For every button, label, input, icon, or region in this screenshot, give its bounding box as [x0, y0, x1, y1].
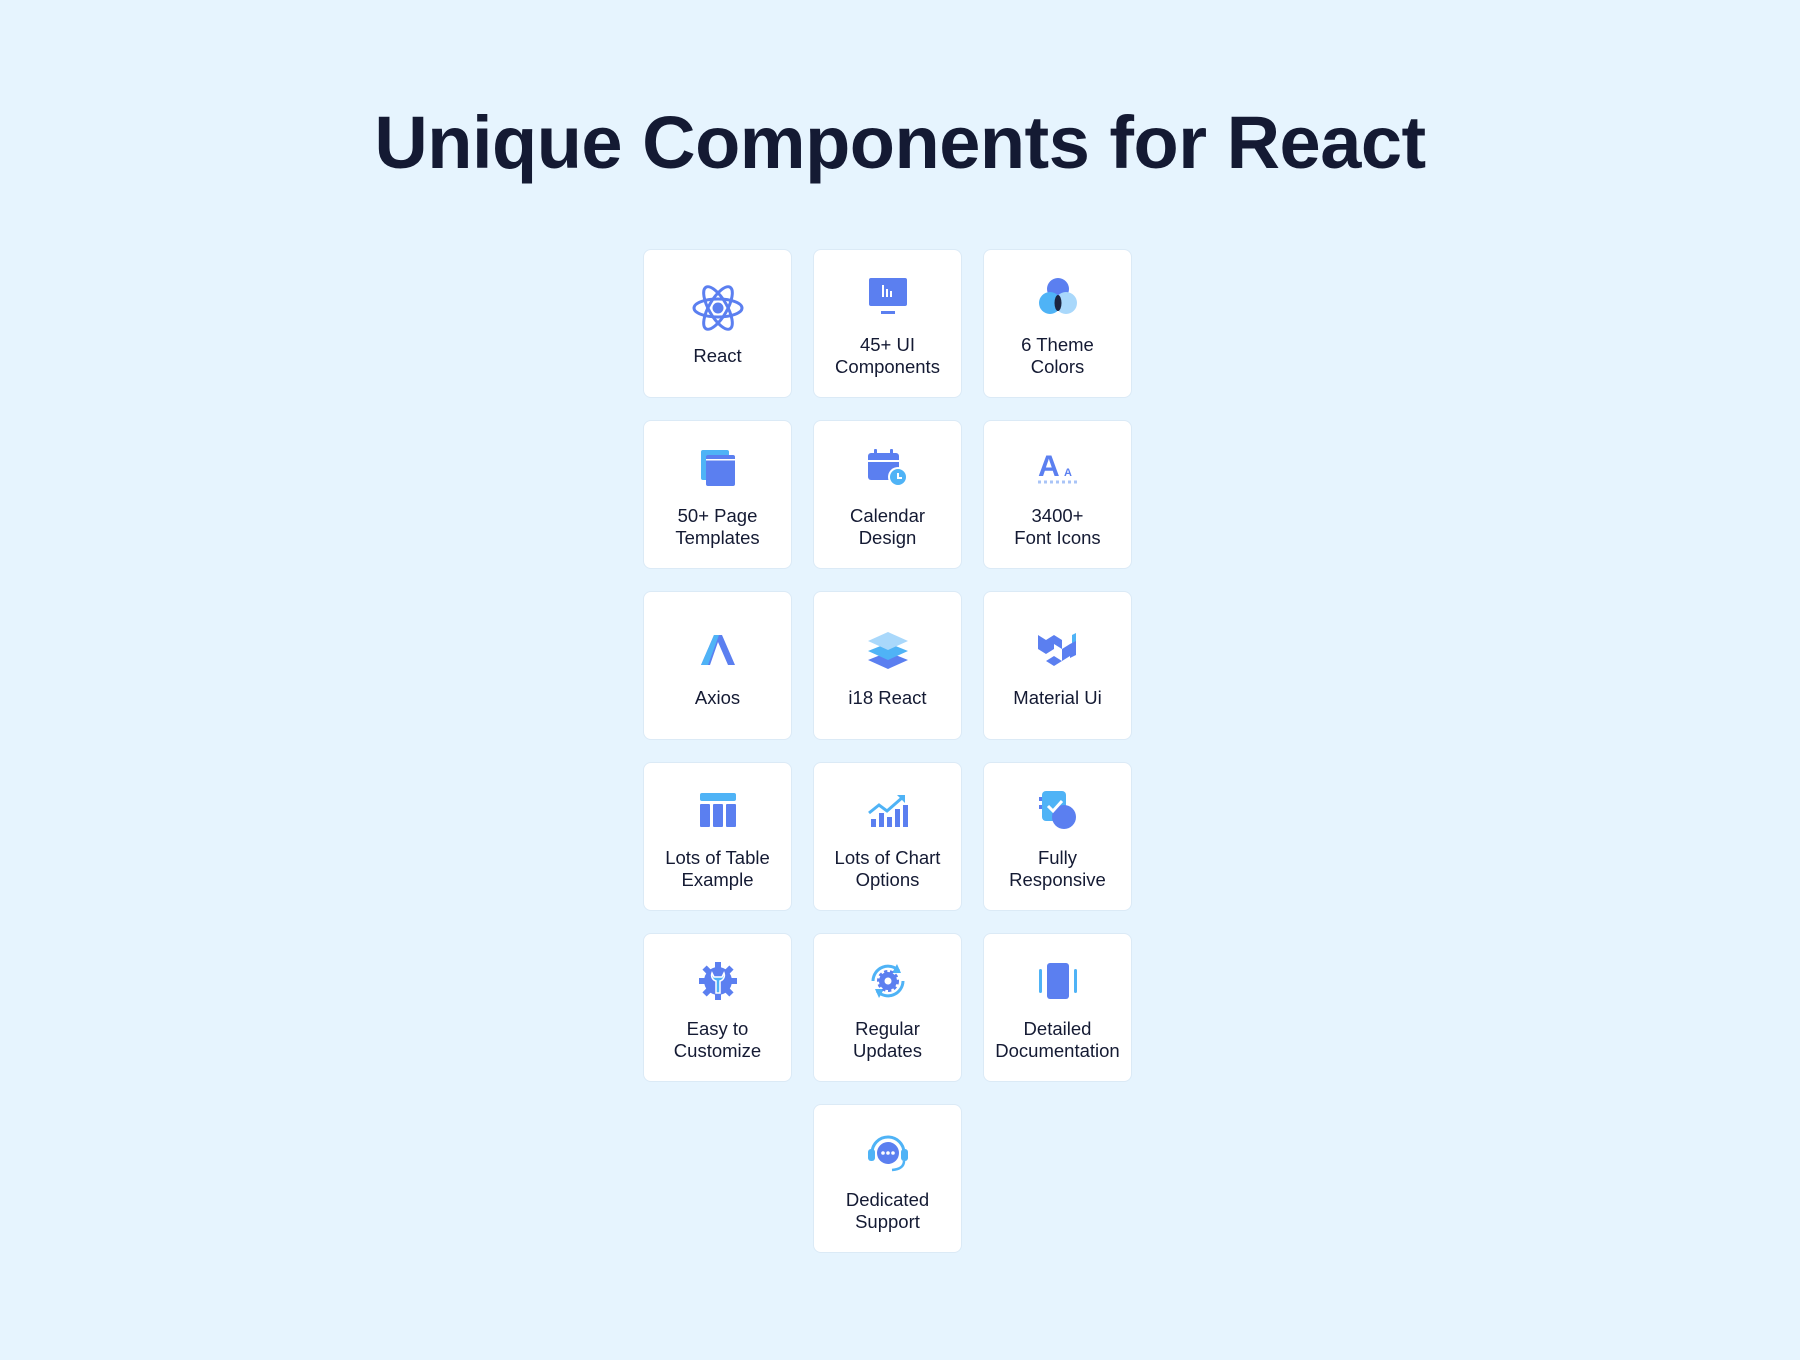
- feature-card-page-templates: 50+ Page Templates: [643, 420, 792, 569]
- feature-card-responsive: Fully Responsive: [983, 762, 1132, 911]
- feature-label: 3400+ Font Icons: [1014, 504, 1101, 548]
- feature-card-axios: Axios: [643, 591, 792, 740]
- responsive-device-icon: [1031, 783, 1085, 837]
- refresh-gear-icon: [861, 954, 915, 1008]
- calendar-clock-icon: [861, 441, 915, 495]
- feature-label: 50+ Page Templates: [675, 504, 760, 548]
- feature-label: Lots of Chart Options: [834, 846, 941, 890]
- page-title: Unique Components for React: [374, 101, 1426, 184]
- feature-card-theme-colors: 6 Theme Colors: [983, 249, 1132, 398]
- layers-icon: [861, 623, 915, 677]
- feature-card-i18-react: i18 React: [813, 591, 962, 740]
- feature-label: Axios: [694, 686, 741, 708]
- axios-logo-icon: [691, 623, 745, 677]
- headset-chat-icon: [861, 1125, 915, 1179]
- feature-card-documentation: Detailed Documentation: [983, 933, 1132, 1082]
- feature-card-tables: Lots of Table Example: [643, 762, 792, 911]
- feature-label: Lots of Table Example: [665, 846, 770, 890]
- feature-card-material-ui: Material Ui: [983, 591, 1132, 740]
- chart-trend-icon: [861, 783, 915, 837]
- feature-card-updates: Regular Updates: [813, 933, 962, 1082]
- page-windows-icon: [691, 441, 745, 495]
- monitor-chart-icon: [861, 270, 915, 324]
- table-icon: [691, 783, 745, 837]
- document-icon: [1031, 954, 1085, 1008]
- feature-label: Calendar Design: [849, 504, 926, 548]
- svg-text:A: A: [1038, 450, 1060, 483]
- feature-card-react: React: [643, 249, 792, 398]
- feature-label: Easy to Customize: [673, 1017, 762, 1061]
- features-grid: React 45+ UI Components 6 Theme Colors 5…: [643, 249, 1132, 1253]
- feature-label: Material Ui: [1013, 686, 1102, 708]
- react-atom-icon: [691, 281, 745, 335]
- material-ui-logo-icon: [1031, 623, 1085, 677]
- feature-card-support: Dedicated Support: [813, 1104, 962, 1253]
- feature-label: 6 Theme Colors: [1021, 333, 1094, 377]
- feature-card-customize: Easy to Customize: [643, 933, 792, 1082]
- svg-text:A: A: [1064, 467, 1072, 479]
- feature-label: React: [693, 344, 742, 366]
- feature-card-ui-components: 45+ UI Components: [813, 249, 962, 398]
- color-circles-icon: [1031, 270, 1085, 324]
- feature-label: Dedicated Support: [845, 1188, 930, 1232]
- feature-label: Regular Updates: [853, 1017, 922, 1061]
- feature-label: 45+ UI Components: [835, 333, 940, 377]
- feature-card-charts: Lots of Chart Options: [813, 762, 962, 911]
- feature-label: Fully Responsive: [1009, 846, 1106, 890]
- feature-label: Detailed Documentation: [995, 1017, 1120, 1061]
- gear-wrench-icon: [691, 954, 745, 1008]
- feature-card-calendar: Calendar Design: [813, 420, 962, 569]
- feature-label: i18 React: [848, 686, 927, 708]
